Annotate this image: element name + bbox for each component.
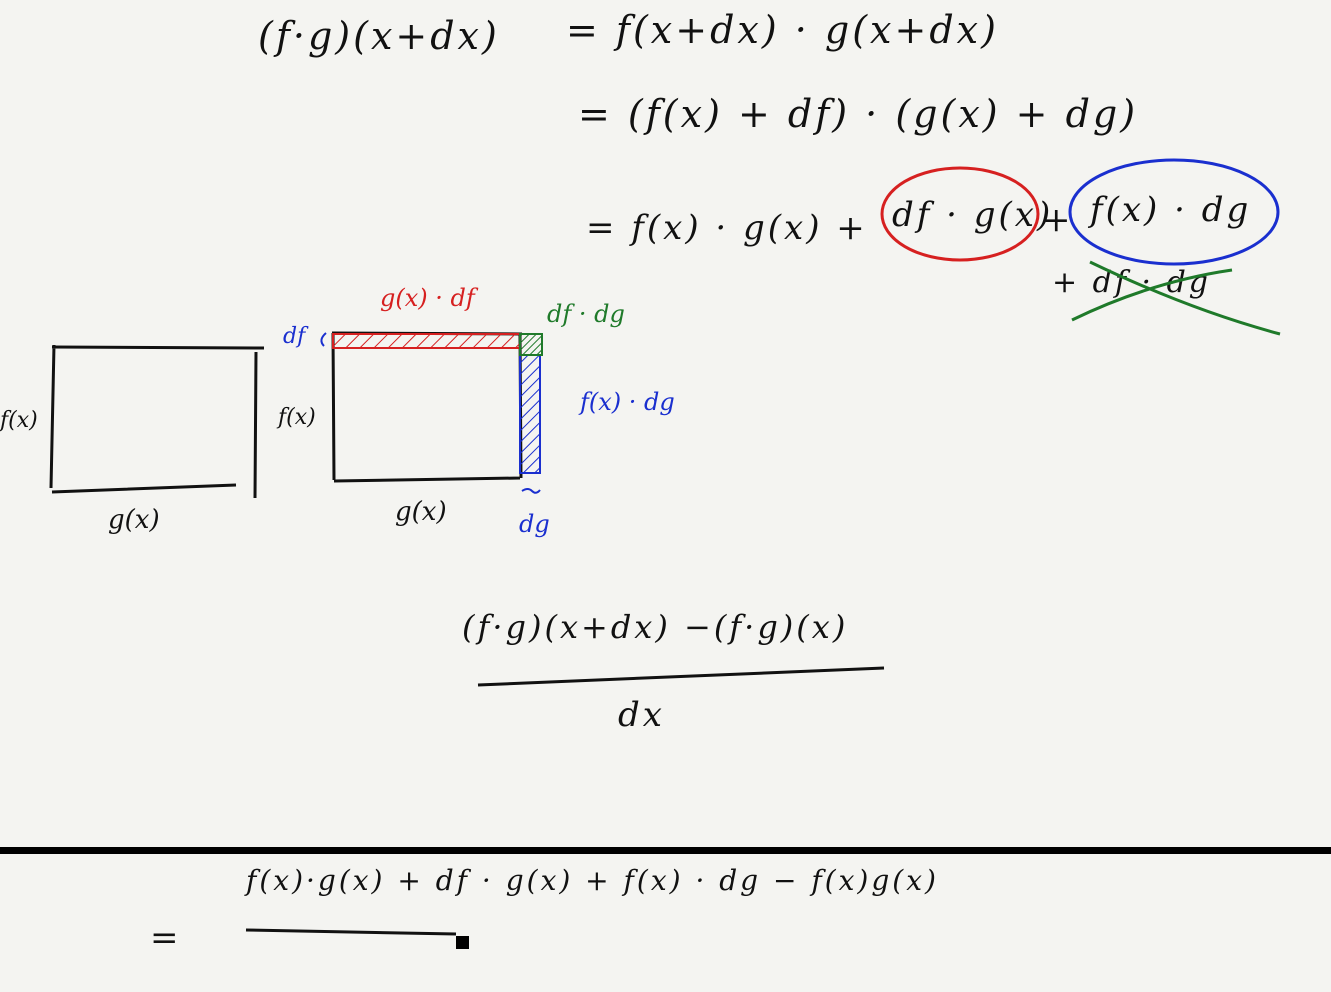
right-rect-df-label: df [283, 324, 306, 349]
quotient-fraction-bar [477, 666, 885, 687]
equation-line1-rhs: = f(x+dx) · g(x+dx) [566, 8, 999, 52]
bottom-numerator: f(x)·g(x) + df · g(x) + f(x) · dg − f(x)… [246, 864, 939, 897]
dg-tilde [521, 488, 541, 494]
blue-strip [519, 354, 541, 474]
green-corner [519, 333, 543, 356]
quotient-numerator: (f·g)(x+dx) −(f·g)(x) [462, 608, 849, 646]
right-rect-side-label: f(x) [278, 405, 316, 430]
green-cross-out [1071, 260, 1281, 336]
right-rect-bottom-label: g(x) [395, 497, 447, 527]
bottom-equals: = [150, 918, 182, 958]
equation-line3-a: = f(x) · g(x) + [586, 208, 868, 248]
equation-line2: = (f(x) + df) · (g(x) + dg) [578, 92, 1139, 136]
left-rect-bottom-label: g(x) [108, 505, 160, 535]
equation-line3-blue-term: f(x) · dg [1090, 190, 1252, 230]
quotient-denominator: dx [618, 695, 665, 735]
bottom-fraction-bar [245, 928, 457, 936]
equation-line1-lhs: (f·g)(x+dx) [258, 14, 500, 58]
df-brace [320, 332, 327, 347]
right-rectangle [331, 331, 523, 483]
right-rect-dg-label: dg [519, 510, 550, 538]
red-strip [332, 333, 521, 349]
equation-line3-plus: + [1042, 200, 1074, 240]
right-rect-right-strip-label: f(x) · dg [580, 388, 675, 416]
left-rectangle [49, 344, 265, 499]
divider-bar [0, 847, 1331, 854]
pen-cursor [456, 936, 469, 949]
equation-line3-red-term: df · g(x) [892, 195, 1054, 235]
right-rect-corner-label: df · dg [547, 300, 625, 328]
right-rect-top-strip-label: g(x) · df [380, 284, 475, 312]
red-circle [880, 166, 1040, 262]
blue-circle [1068, 158, 1280, 266]
left-rect-side-label: f(x) [0, 408, 38, 433]
